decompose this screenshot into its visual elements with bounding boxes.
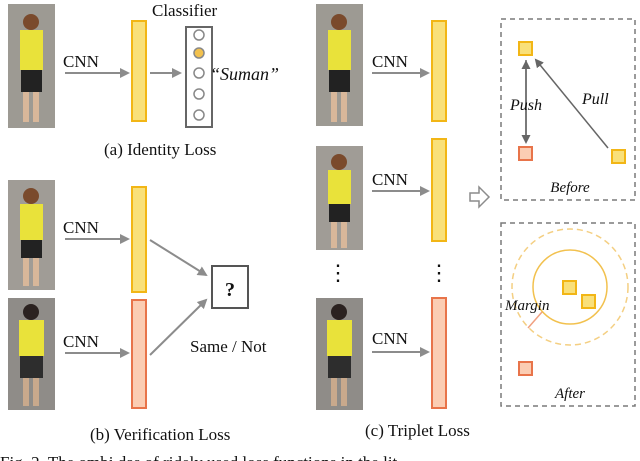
cnn-label-triplet-1: CNN [372,52,408,71]
margin-circle-outer [511,228,629,346]
identity-loss-caption: (a) Identity Loss [104,140,216,159]
feature-vector-triplet-anchor [431,20,447,122]
ellipsis-left: ⋮ [327,260,349,285]
arrow-to-comparator-bottom [149,298,208,356]
anchor-point-after [562,280,577,295]
classifier-node-active [193,47,205,59]
cnn-label-triplet-3: CNN [372,329,408,348]
person-image-triplet-negative [316,298,363,410]
figure-caption-partial: Fig. 2. The ombi das of ridely used loss… [0,453,398,461]
cnn-label-verification-top: CNN [63,218,99,237]
before-title: Before [550,180,590,196]
comparator-box [211,265,249,309]
feature-vector-verification-top [131,186,147,293]
pull-arrow [534,58,609,149]
person-image-verification-bottom [8,298,55,410]
classifier-node [193,29,205,41]
classifier-node [193,88,205,100]
feature-vector-triplet-positive [431,138,447,242]
margin-circle-inner [532,249,608,325]
feature-vector-identity [131,20,147,122]
same-or-not-label: Same / Not [190,337,267,356]
person-image-triplet-positive [316,146,363,250]
pull-label: Pull [581,91,609,108]
positive-point-before [611,149,626,164]
push-label: Push [509,97,542,114]
classifier-node [193,109,205,121]
ellipsis-right: ⋮ [428,260,450,285]
arrow-to-comparator-top [149,239,208,277]
classifier-node [193,67,205,79]
classifier-title: Classifier [152,1,217,20]
anchor-point-before [518,41,533,56]
person-image-identity [8,4,55,128]
feature-vector-triplet-negative [431,297,447,409]
after-panel [500,222,636,407]
positive-point-after [581,294,596,309]
person-image-triplet-anchor [316,4,363,126]
after-title: After [554,386,585,402]
triplet-loss-caption: (c) Triplet Loss [365,421,470,440]
cnn-label-verification-bottom: CNN [63,332,99,351]
cnn-label-identity: CNN [63,52,99,71]
cnn-label-triplet-2: CNN [372,170,408,189]
margin-label: Margin [504,298,549,314]
predicted-identity: “Suman” [210,64,279,84]
before-panel [500,18,636,201]
negative-point-after [518,361,533,376]
comparator-question-mark: ? [225,279,235,301]
margin-indicator [527,311,543,329]
verification-loss-caption: (b) Verification Loss [90,425,230,444]
hollow-arrow-icon [469,185,491,209]
feature-vector-verification-bottom [131,299,147,409]
person-image-verification-top [8,180,55,290]
negative-point-before [518,146,533,161]
